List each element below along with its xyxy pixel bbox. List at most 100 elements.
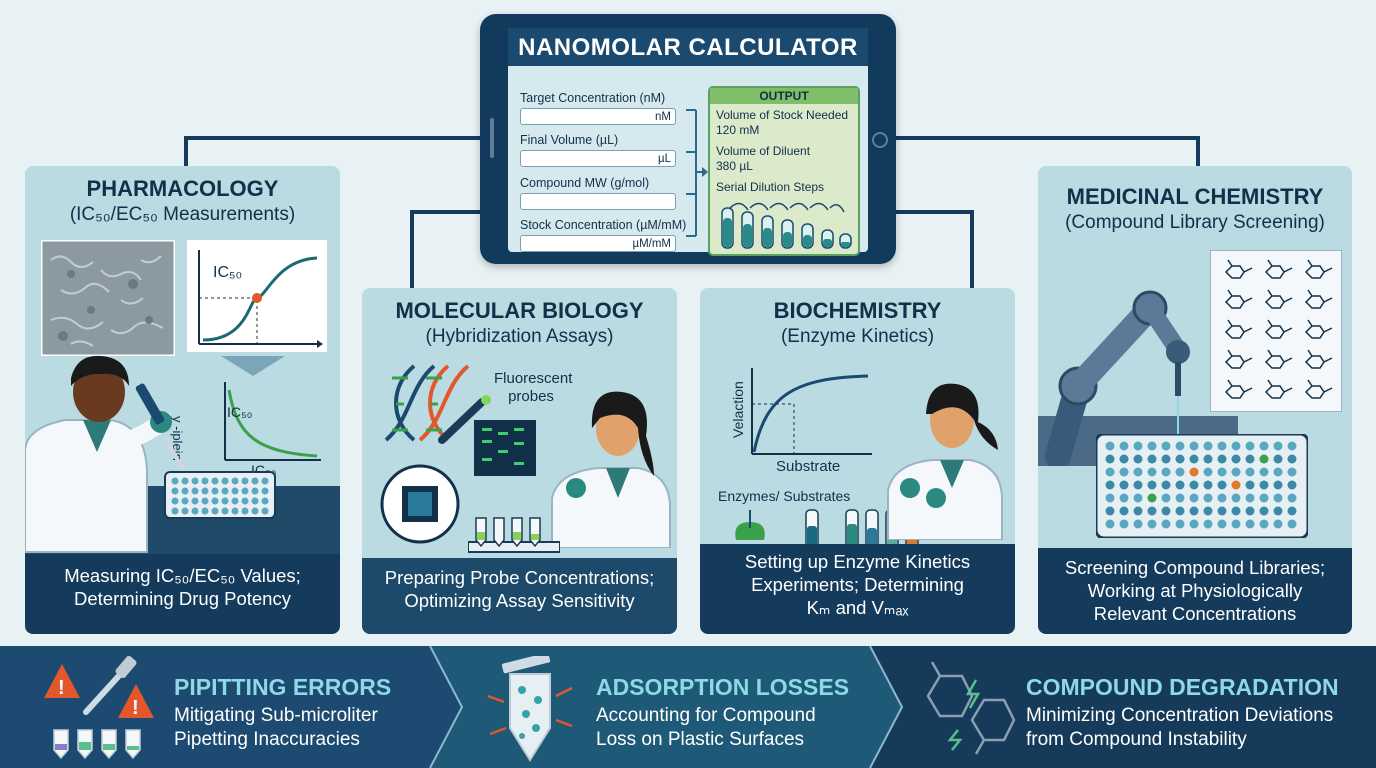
well — [1287, 506, 1297, 516]
well — [251, 507, 259, 515]
molecule-structure — [1304, 379, 1333, 399]
pharmacology-panel: PHARMACOLOGY (IC₅₀/EC₅₀ Measurements) IC… — [25, 166, 340, 634]
well — [1203, 454, 1213, 464]
well — [241, 507, 249, 515]
pipetting-errors-desc: Mitigating Sub-microliter Pipetting Inac… — [174, 704, 378, 752]
well — [181, 477, 189, 485]
inhibition-curve-chart — [224, 382, 321, 461]
well — [1161, 441, 1171, 451]
well — [1231, 506, 1241, 516]
calculator-title: NANOMOLAR CALCULATOR — [508, 28, 868, 66]
target-concentration-input[interactable]: nM — [520, 108, 676, 125]
biochemistry-title: BIOCHEMISTRY — [773, 298, 942, 323]
well — [1175, 454, 1185, 464]
well — [1147, 519, 1157, 529]
medicinal-chemistry-footer-line2: Working at Physiologically — [1087, 580, 1303, 601]
well — [1133, 454, 1143, 464]
well — [1259, 493, 1269, 503]
pipetting-errors-line2: Pipetting Inaccuracies — [174, 729, 360, 750]
zoom-funnel — [221, 356, 285, 376]
well — [1161, 519, 1171, 529]
well — [1133, 441, 1143, 451]
compound-degradation-title: COMPOUND DEGRADATION — [1026, 674, 1339, 700]
well — [1273, 519, 1283, 529]
well — [1287, 519, 1297, 529]
pipetting-errors-title: PIPITTING ERRORS — [174, 674, 392, 700]
molecular-biology-panel: MOLECULAR BIOLOGY (Hybridization Assays)… — [362, 288, 677, 634]
svg-text:!: ! — [132, 697, 139, 719]
enzymes-substrates-label: Enzymes/ Substrates — [718, 488, 851, 504]
substrate-axis-label: Substrate — [776, 458, 841, 475]
well — [1273, 454, 1283, 464]
medicinal-chemistry-title: MEDICINAL CHEMISTRY — [1066, 184, 1324, 209]
well — [1245, 493, 1255, 503]
diluent-label: Volume of Diluent — [716, 144, 811, 158]
biochemistry-footer-line1: Setting up Enzyme Kinetics — [744, 551, 971, 572]
compound-degradation-desc: Minimizing Concentration Deviations from… — [1026, 704, 1333, 752]
well — [1161, 506, 1171, 516]
well — [1147, 493, 1157, 503]
scientist-pipetting-illustration — [25, 355, 340, 562]
well — [1119, 467, 1129, 477]
well — [1133, 493, 1143, 503]
molecule-structure — [1264, 289, 1293, 309]
ic50-curve-label: IC₅₀ — [213, 264, 243, 281]
adsorption-losses-line1: Accounting for Compound — [596, 705, 816, 726]
stock-concentration-input[interactable]: µM/mM — [520, 235, 676, 252]
well — [1189, 441, 1199, 451]
well — [251, 487, 259, 495]
well — [231, 487, 239, 495]
well — [1119, 506, 1129, 516]
well — [1105, 480, 1115, 490]
well — [1259, 519, 1269, 529]
well — [1273, 441, 1283, 451]
well — [231, 507, 239, 515]
dna-helix-icon — [384, 364, 470, 442]
molecule-structure — [1224, 259, 1253, 279]
pharmacology-footer: Measuring IC₅₀/EC₅₀ Values; Determining … — [25, 554, 340, 634]
molecule-structure — [1264, 379, 1293, 399]
stock-needed-label: Volume of Stock Needed — [716, 108, 849, 122]
well — [241, 487, 249, 495]
final-volume-input[interactable]: µL — [520, 150, 676, 167]
molecule-structure — [1224, 319, 1253, 339]
stock-concentration-label: Stock Concentration (µM/mM) — [520, 218, 687, 232]
well — [191, 487, 199, 495]
molecule-structure — [1264, 259, 1293, 279]
well — [1119, 441, 1129, 451]
well — [1105, 467, 1115, 477]
fluorescent-probes-label: Fluorescent probes — [494, 370, 573, 405]
well — [1189, 480, 1199, 490]
well — [261, 507, 269, 515]
well — [1217, 506, 1227, 516]
well — [241, 497, 249, 505]
molecular-biology-footer: Preparing Probe Concentrations; Optimizi… — [362, 558, 677, 634]
well — [1133, 480, 1143, 490]
well — [201, 477, 209, 485]
well — [1217, 493, 1227, 503]
well — [1189, 493, 1199, 503]
pipetting-errors-icon: ! ! — [44, 655, 154, 760]
pipetting-errors-line1: Mitigating Sub-microliter — [174, 705, 378, 726]
tablet-home-button[interactable] — [872, 132, 888, 148]
compound-library-structures — [1210, 250, 1342, 412]
input-bracket-arrows — [686, 109, 708, 237]
fluorescent-probe-pen-icon — [438, 395, 491, 444]
well — [1203, 441, 1213, 451]
target-concentration-label: Target Concentration (nM) — [520, 91, 666, 105]
well — [1217, 467, 1227, 477]
compound-mw-input[interactable] — [520, 193, 676, 210]
medicinal-chemistry-panel: MEDICINAL CHEMISTRY (Compound Library Sc… — [1038, 166, 1352, 634]
inhibition-curve-label: IC₅₀ — [227, 404, 253, 420]
well — [1175, 519, 1185, 529]
compound-mw-label: Compound MW (g/mol) — [520, 176, 650, 190]
well — [1203, 519, 1213, 529]
molecule-structure — [1304, 259, 1333, 279]
well — [171, 487, 179, 495]
cell-micrograph-image — [41, 240, 175, 356]
well — [201, 487, 209, 495]
well — [1259, 506, 1269, 516]
well — [171, 477, 179, 485]
well — [1245, 441, 1255, 451]
well — [1287, 493, 1297, 503]
